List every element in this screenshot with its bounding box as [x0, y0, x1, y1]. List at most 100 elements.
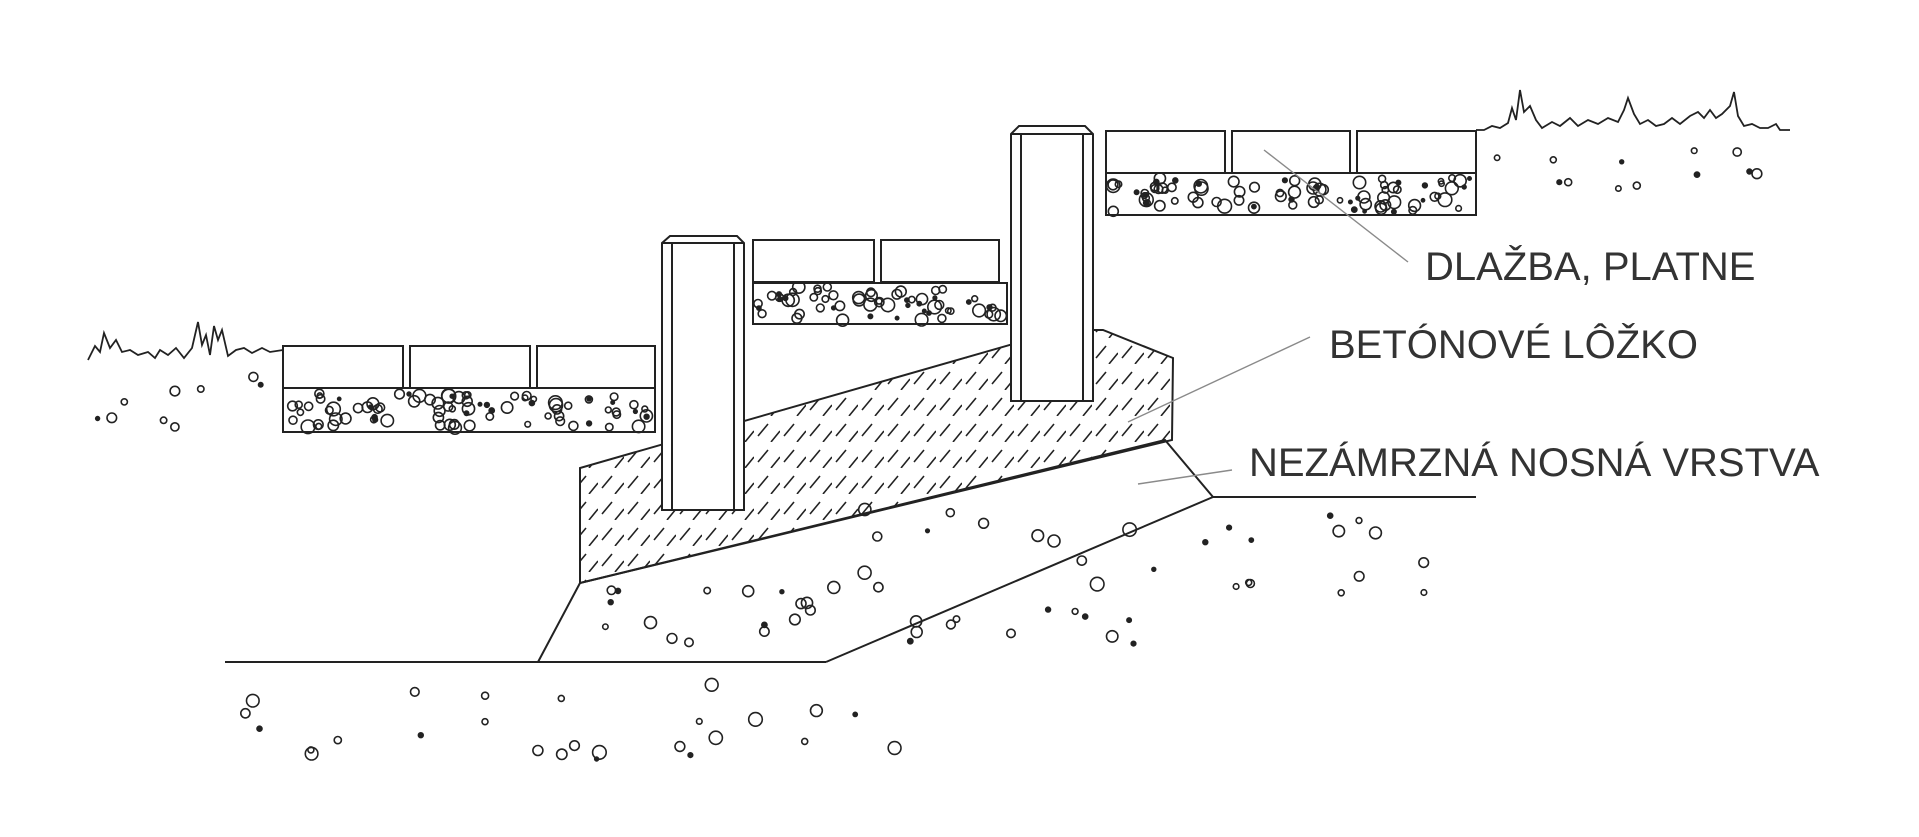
gravel-stone — [325, 401, 342, 417]
soil-grain — [1126, 617, 1133, 624]
soil-grain — [1563, 177, 1573, 187]
gravel-stone — [1105, 178, 1121, 194]
gravel-stone — [852, 293, 866, 307]
soil-grain — [857, 565, 872, 581]
soil-aggregate — [94, 147, 1763, 762]
soil-grain — [871, 531, 883, 542]
gravel-stone — [1281, 177, 1288, 184]
gravel-stone — [830, 305, 837, 311]
gravel-stone — [1381, 185, 1390, 194]
gravel-stone — [461, 390, 471, 400]
paver-left-1 — [282, 345, 404, 389]
gravel-stone — [921, 308, 927, 314]
gravel-stone — [315, 422, 323, 430]
leader-paving — [1263, 149, 1409, 263]
ground-lines — [87, 89, 1790, 663]
gravel-stone — [524, 420, 532, 428]
gravel-stone — [926, 310, 932, 316]
soil-grain — [1368, 526, 1383, 540]
gravel-stone — [1251, 203, 1257, 210]
gravel-stone — [756, 305, 762, 311]
soil-grain — [977, 517, 990, 529]
soil-grain — [924, 528, 931, 534]
gravel-stone — [1374, 202, 1388, 216]
soil-grain — [795, 597, 807, 610]
gravel-stone — [944, 307, 952, 315]
gravel-stone — [815, 303, 825, 313]
gravel-stone — [914, 312, 929, 327]
soil-grain — [1232, 582, 1240, 591]
gravel-stone — [1248, 181, 1261, 193]
soil-grain — [643, 615, 658, 630]
gravel-stone — [568, 420, 579, 432]
soil-grain — [1418, 556, 1430, 569]
soil-grain — [1693, 171, 1701, 178]
soil-grain — [532, 744, 544, 757]
soil-grain — [1225, 524, 1233, 531]
gravel-stone — [782, 295, 789, 302]
gravel-stone — [367, 404, 374, 410]
gravel-stone — [828, 290, 839, 301]
gravel-stone — [970, 295, 979, 303]
soil-grain — [800, 737, 809, 746]
gravel-stone — [434, 419, 446, 431]
gravel-stone — [891, 288, 903, 300]
gravel-stone — [880, 297, 896, 313]
gravel-stone — [639, 408, 654, 423]
gravel-stone — [369, 415, 378, 424]
soil-grain — [1044, 606, 1052, 613]
soil-grain — [1071, 607, 1079, 616]
paver-middle-1 — [752, 239, 875, 283]
gravel-stone — [300, 419, 316, 435]
gravel-stone — [1467, 176, 1473, 182]
soil-grain — [1353, 570, 1365, 582]
soil-grain — [1337, 588, 1345, 597]
gravel-stone — [632, 408, 639, 415]
soil-grain — [852, 711, 859, 718]
gravel-stone — [1195, 180, 1203, 187]
gravel-stone — [1288, 200, 1298, 210]
gravel-stone — [380, 413, 395, 428]
soil-grain — [159, 416, 168, 425]
gravel-stone — [584, 395, 594, 404]
gravel-stone — [873, 296, 885, 308]
paver-right-1 — [1105, 130, 1226, 174]
soil-grain — [606, 585, 617, 596]
gravel-stone — [294, 400, 304, 410]
soil-grain — [1746, 168, 1753, 175]
soil-grain — [248, 371, 259, 383]
soil-grain — [952, 615, 961, 624]
gravel-stone — [555, 416, 566, 427]
label-paving: DLAŽBA, PLATNE — [1425, 244, 1755, 289]
gravel-stone — [393, 388, 406, 400]
gravel-stone — [1274, 190, 1287, 203]
gravel-stone — [324, 405, 334, 415]
gravel-stone — [937, 313, 947, 324]
gravel-stone — [483, 401, 491, 409]
soil-grain — [887, 740, 902, 756]
gravel-stone — [315, 393, 326, 404]
gravel-stone — [1172, 177, 1179, 184]
leader-frost-layer — [1137, 469, 1233, 485]
soil-grain — [239, 707, 251, 719]
paver-left-3 — [536, 345, 656, 389]
gravel-stone — [1152, 178, 1160, 186]
paver-left-2 — [409, 345, 531, 389]
soil-grain — [1005, 628, 1016, 639]
soil-grain — [1549, 156, 1558, 164]
soil-grain — [256, 725, 263, 733]
gravel-stone — [641, 405, 649, 413]
soil-grain — [245, 693, 260, 708]
gravel-stone — [604, 406, 612, 414]
soil-grain — [809, 703, 824, 718]
gravel-stone — [1336, 196, 1344, 204]
soil-grain — [1493, 154, 1501, 162]
gravel-stone — [1153, 199, 1166, 212]
gravel-stone — [835, 313, 850, 328]
gravel-stone — [907, 295, 916, 304]
soil-grain — [666, 632, 678, 645]
gravel-stone — [1143, 198, 1151, 207]
pavers — [282, 130, 1477, 389]
soil-grain — [788, 613, 802, 626]
soil-grain — [826, 580, 841, 595]
